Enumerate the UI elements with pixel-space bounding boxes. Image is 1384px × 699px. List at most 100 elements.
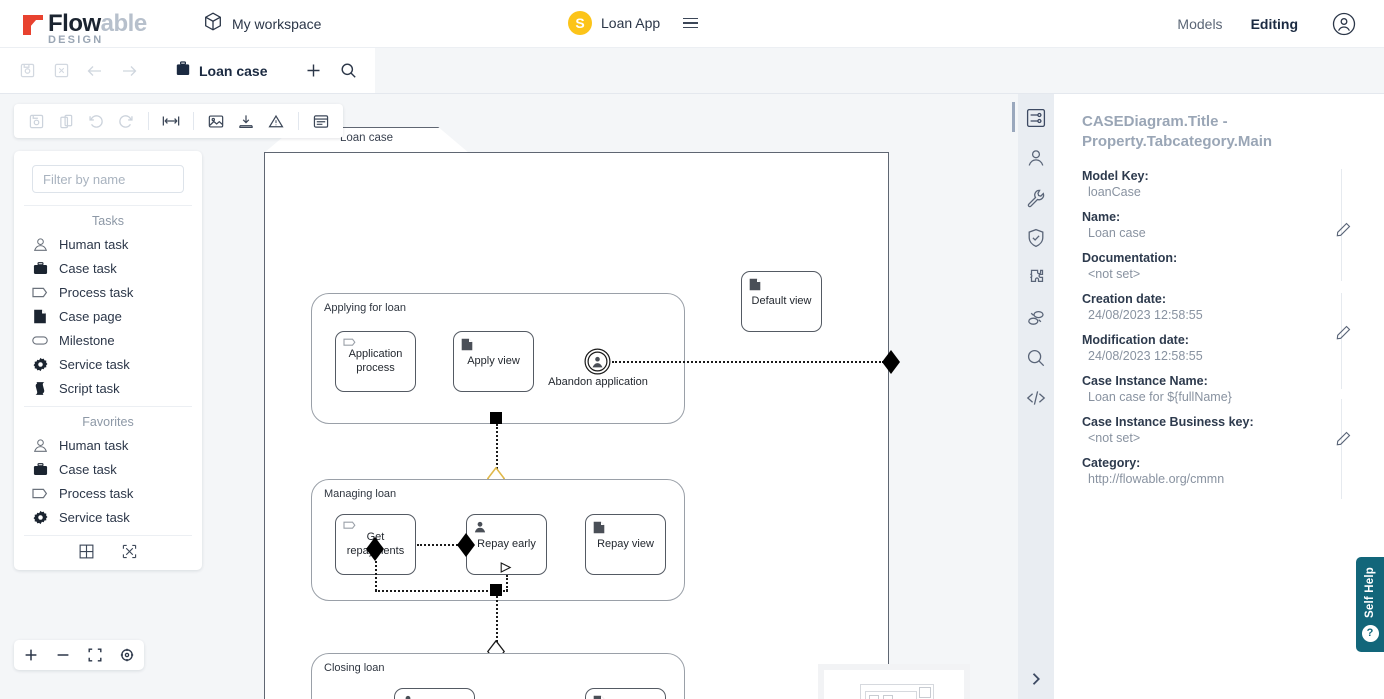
palette-item-process-task[interactable]: Process task <box>14 280 202 304</box>
pencil-edit-icon[interactable] <box>1336 431 1352 447</box>
task-apply-view[interactable]: Apply view <box>453 331 534 392</box>
exit-criterion-case-plane[interactable] <box>882 350 900 374</box>
tab-strip: Loan case <box>0 48 1384 94</box>
service-task-icon <box>32 356 48 372</box>
brand-text-part2: able <box>100 9 148 37</box>
zoom-out-button[interactable] <box>54 646 72 664</box>
diagram-plane: Loan case Default view Applying for loan <box>0 94 1018 699</box>
palette-item-label: Process task <box>59 485 134 501</box>
close-disabled-icon[interactable] <box>48 58 74 84</box>
property-value: Loan case <box>1088 225 1146 240</box>
divider <box>1341 292 1342 389</box>
diagram-canvas[interactable]: Loan case Default view Applying for loan <box>0 94 1018 699</box>
identity-user-icon[interactable] <box>1024 146 1048 170</box>
palette-item-human-task[interactable]: Human task <box>14 232 202 256</box>
properties-panel-icon[interactable] <box>1012 102 1048 132</box>
top-header: Flowable DESIGN My workspace S Loan App … <box>0 0 1384 48</box>
process-task-icon <box>32 485 48 501</box>
property-value: 24/08/2023 12:58:55 <box>1088 348 1203 363</box>
palette-item-label: Case page <box>59 308 122 324</box>
palette-item-case-page[interactable]: Case page <box>14 304 202 328</box>
process-task-icon <box>343 521 356 533</box>
minimap[interactable] <box>818 664 970 699</box>
self-help-button[interactable]: Self Help ? <box>1356 557 1384 652</box>
palette-fav-process-task[interactable]: Process task <box>14 481 202 505</box>
user-circle-icon[interactable] <box>1332 12 1356 36</box>
human-task-icon <box>32 437 48 453</box>
manual-activation-icon <box>500 560 512 578</box>
case-page-icon <box>749 278 761 291</box>
palette-fav-case-task[interactable]: Case task <box>14 457 202 481</box>
task-default-view[interactable]: Default view <box>741 271 822 332</box>
copy-icon[interactable] <box>52 107 80 135</box>
exit-criterion-stage-applying[interactable] <box>490 412 502 424</box>
palette-item-label: Case task <box>59 260 117 276</box>
task-label: Repay early <box>477 537 536 550</box>
property-key: Creation date: <box>1082 291 1167 306</box>
wrench-tools-icon[interactable] <box>1024 186 1048 210</box>
palette-fav-human-task[interactable]: Human task <box>14 433 202 457</box>
chevron-right-icon[interactable] <box>1024 667 1048 691</box>
human-task-icon <box>402 695 414 699</box>
nav-models[interactable]: Models <box>1177 16 1223 32</box>
event-abandon-application[interactable] <box>584 348 611 375</box>
pencil-edit-icon[interactable] <box>1336 222 1352 238</box>
tab-loan-case[interactable]: Loan case <box>156 48 288 93</box>
compact-view-icon[interactable] <box>122 544 137 564</box>
palette-item-label: Service task <box>59 509 130 525</box>
property-key: Case Instance Name: <box>1082 373 1208 388</box>
toggle-panel-icon[interactable] <box>307 107 335 135</box>
property-key: Category: <box>1082 455 1141 470</box>
puzzle-extension-icon[interactable] <box>1024 266 1048 290</box>
toolbar-divider <box>148 112 149 130</box>
data-objects-icon[interactable] <box>1024 306 1048 330</box>
task-label: Default view <box>751 294 812 307</box>
case-briefcase-icon <box>176 60 190 81</box>
palette-item-case-task[interactable]: Case task <box>14 256 202 280</box>
shield-check-icon[interactable] <box>1024 226 1048 250</box>
case-task-icon <box>32 260 48 276</box>
search-input[interactable] <box>32 165 184 193</box>
palette-fav-service-task[interactable]: Service task <box>14 505 202 529</box>
back-arrow-icon[interactable] <box>82 58 108 84</box>
workspace-selector[interactable]: My workspace <box>204 11 321 36</box>
exit-criterion-get-repayments[interactable] <box>366 537 384 561</box>
export-image-icon[interactable] <box>202 107 230 135</box>
task-repay-view[interactable]: Repay view <box>585 514 666 575</box>
redo-icon[interactable] <box>112 107 140 135</box>
search-icon[interactable] <box>1024 346 1048 370</box>
fit-screen-button[interactable] <box>86 646 104 664</box>
property-value: http://flowable.org/cmmn <box>1088 471 1225 486</box>
download-icon[interactable] <box>232 107 260 135</box>
palette-item-service-task[interactable]: Service task <box>14 352 202 376</box>
case-page-icon <box>593 521 605 534</box>
search-icon[interactable] <box>340 62 357 79</box>
exit-criterion-stage-managing[interactable] <box>490 584 502 596</box>
grid-view-icon[interactable] <box>79 544 94 564</box>
palette-item-script-task[interactable]: Script task <box>14 376 202 400</box>
add-tab-icon[interactable] <box>305 62 322 79</box>
save-disabled-icon[interactable] <box>14 58 40 84</box>
palette-item-milestone[interactable]: Milestone <box>14 328 202 352</box>
palette-item-label: Human task <box>59 437 129 453</box>
palette-footer <box>14 536 202 564</box>
task-closing-view[interactable]: Closing view <box>585 688 666 699</box>
zoom-in-button[interactable] <box>22 646 40 664</box>
task-application-process[interactable]: Application process <box>335 331 416 392</box>
code-view-icon[interactable] <box>1024 386 1048 410</box>
palette-item-label: Service task <box>59 356 130 372</box>
pencil-edit-icon[interactable] <box>1336 325 1352 341</box>
app-selector[interactable]: S Loan App <box>568 11 699 35</box>
reset-zoom-button[interactable] <box>118 646 136 664</box>
entry-criterion-repay-early[interactable] <box>457 533 475 557</box>
nav-editing[interactable]: Editing <box>1250 16 1298 32</box>
brand-logo[interactable]: Flowable DESIGN <box>22 9 162 46</box>
task-repay-early[interactable]: Repay early <box>466 514 547 575</box>
task-give-closing-statement[interactable]: Give closing statement <box>394 688 475 699</box>
undo-icon[interactable] <box>82 107 110 135</box>
validate-warning-icon[interactable] <box>262 107 290 135</box>
save-icon[interactable] <box>22 107 50 135</box>
forward-arrow-icon[interactable] <box>116 58 142 84</box>
hamburger-icon[interactable] <box>683 17 699 29</box>
fit-width-icon[interactable] <box>157 107 185 135</box>
